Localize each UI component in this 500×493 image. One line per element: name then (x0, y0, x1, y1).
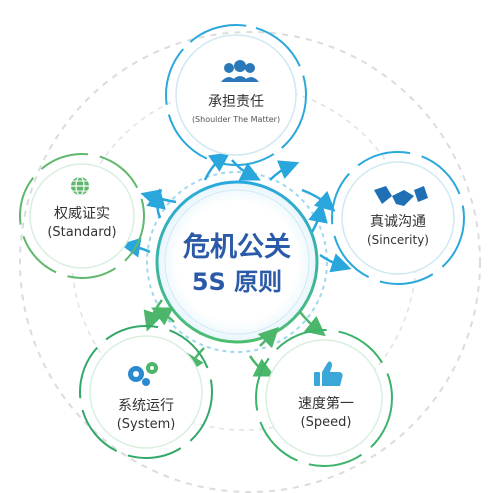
gears-icon (128, 362, 158, 386)
arrow-to-shoulder-1 (203, 152, 231, 181)
principle-speed-en: (Speed) (301, 415, 352, 430)
center-hub: 危机公关 5S 原则 (146, 171, 328, 353)
principle-system-cn: 系统运行 (118, 398, 174, 414)
arrow-to-standard-2 (146, 188, 166, 219)
principle-sincerity: 真诚沟通 (Sincerity) (331, 151, 465, 285)
arrow-to-system-2 (151, 307, 175, 326)
principle-sincerity-en: (Sincerity) (367, 233, 429, 247)
principle-speed: 速度第一 (Speed) (255, 329, 393, 467)
arrow-to-system-3 (143, 299, 163, 332)
arrow-to-speed-3 (248, 355, 275, 377)
principle-standard: 权威证实 (Standard) (19, 153, 145, 279)
arrow-to-sincerity-3 (319, 253, 352, 273)
people-icon (221, 60, 259, 82)
principle-system-en: (System) (117, 417, 176, 432)
handshake-icon (374, 186, 428, 206)
center-title-line1: 危机公关 (183, 231, 291, 263)
globe-icon (71, 176, 89, 196)
principle-sincerity-cn: 真诚沟通 (370, 214, 426, 230)
arrow-to-speed-2 (257, 326, 280, 349)
principle-speed-cn: 速度第一 (298, 395, 354, 412)
arrow-to-shoulder-2 (231, 159, 261, 181)
principle-shoulder: 承担责任 (Shoulder The Matter) (165, 24, 307, 166)
principle-shoulder-en: (Shoulder The Matter) (192, 115, 280, 124)
principle-standard-cn: 权威证实 (54, 206, 110, 222)
arrow-to-shoulder-3 (269, 160, 300, 181)
thumbs-up-icon (314, 361, 343, 386)
center-title-line2: 5S 原则 (192, 268, 282, 296)
arrow-to-sincerity-2 (308, 202, 328, 233)
arrow-to-standard-3 (140, 189, 177, 209)
principle-shoulder-cn: 承担责任 (208, 94, 264, 110)
arrow-to-speed-1 (299, 311, 326, 337)
outer-dashed-ring (19, 31, 481, 493)
arrow-to-sincerity-1 (301, 188, 336, 212)
principle-system: 系统运行 (System) (79, 325, 213, 459)
arrow-to-standard-1 (120, 237, 151, 258)
principle-standard-en: (Standard) (47, 225, 116, 240)
